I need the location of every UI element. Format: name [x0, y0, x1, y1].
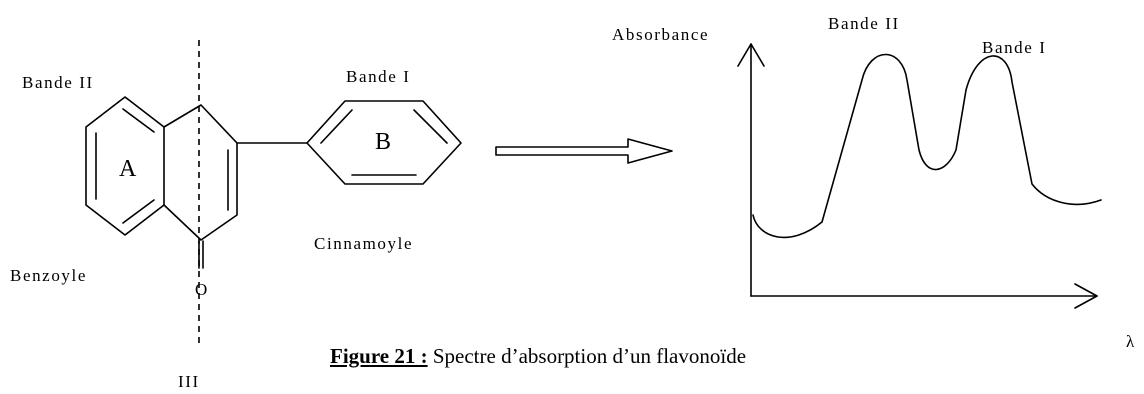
band-i-label: Bande I: [346, 67, 411, 86]
band-ii-label: Bande II: [22, 73, 94, 92]
ring-a-double-bond: [122, 108, 155, 133]
figure-number: Figure 21 :: [330, 344, 428, 368]
benzoyle-label: Benzoyle: [10, 266, 87, 285]
band-iii-label: III: [178, 372, 200, 391]
ring-a-double-bond: [122, 199, 155, 224]
absorbance-axis-label: Absorbance: [612, 25, 709, 44]
absorption-spectrum: Absorbance λ Bande II Bande I: [612, 14, 1135, 351]
ring-c-bonds: [163, 104, 238, 241]
ring-b-hexagon: [306, 100, 462, 185]
peak-band-i-label: Bande I: [982, 38, 1047, 57]
cinnamoyle-label: Cinnamoyle: [314, 234, 413, 253]
x-axis-arrowhead: [1074, 283, 1098, 309]
ring-a-label: A: [119, 156, 137, 182]
y-axis-arrowhead: [737, 43, 765, 67]
lambda-axis-label: λ: [1126, 332, 1135, 351]
transition-arrow: [495, 138, 673, 164]
oxygen-atom-label: O: [195, 280, 207, 299]
figure-caption: Figure 21 : Spectre d’absorption d’un fl…: [330, 344, 746, 369]
caption-text: Spectre d’absorption d’un flavonoïde: [427, 344, 747, 368]
spectrum-curve: [752, 53, 1102, 239]
flavonoid-structure: Bande II Bande I A B Benzoyle Cinnamoyle…: [10, 40, 462, 391]
ring-b-double-bond: [413, 109, 448, 144]
peak-band-ii-label: Bande II: [828, 14, 900, 33]
ring-b-double-bond: [320, 109, 353, 144]
ring-b-label: B: [375, 129, 391, 155]
